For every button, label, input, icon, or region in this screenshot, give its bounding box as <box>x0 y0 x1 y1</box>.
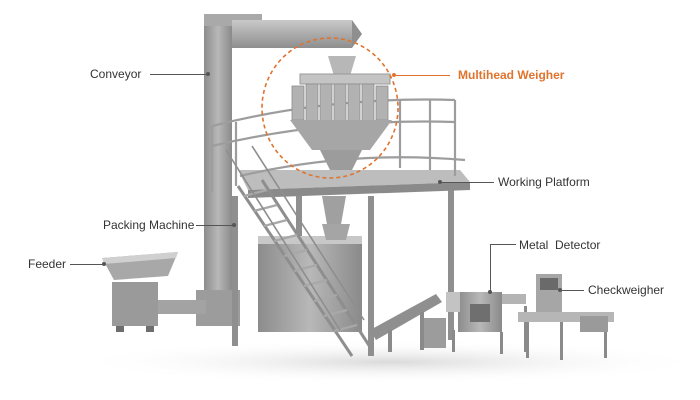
leader-metal <box>490 244 516 245</box>
leader-dot-feeder <box>102 262 106 266</box>
label-multihead-weigher: Multihead Weigher <box>458 68 565 82</box>
multihead-weigher <box>290 56 392 170</box>
label-working-platform: Working Platform <box>498 175 590 189</box>
label-checkweigher: Checkweigher <box>588 283 665 297</box>
highlight-circle <box>261 37 399 179</box>
leader-metal-vertical <box>490 244 491 292</box>
ground-shadow <box>70 340 700 384</box>
label-packing-machine: Packing Machine <box>103 218 195 232</box>
label-feeder: Feeder <box>28 257 67 271</box>
leader-dot-conveyor <box>206 72 210 76</box>
leader-packing <box>196 225 234 226</box>
leader-platform <box>442 182 494 183</box>
checkweigher <box>518 274 614 360</box>
feeder <box>102 252 178 332</box>
leader-dot-checkweigher <box>558 288 562 292</box>
leader-weigher <box>396 75 450 76</box>
leader-feeder <box>70 264 104 265</box>
output-conveyor <box>370 294 442 352</box>
metal-detector <box>424 292 527 354</box>
leader-dot-metal <box>488 290 492 294</box>
leader-dot-weigher <box>392 73 396 77</box>
leader-dot-packing <box>232 223 236 227</box>
leader-conveyor <box>150 74 208 75</box>
label-metal-detector: Metal Detector <box>519 238 601 252</box>
label-conveyor: Conveyor <box>90 67 142 81</box>
leader-checkweigher <box>562 290 584 291</box>
staircase <box>225 145 374 357</box>
leader-dot-platform <box>438 180 442 184</box>
